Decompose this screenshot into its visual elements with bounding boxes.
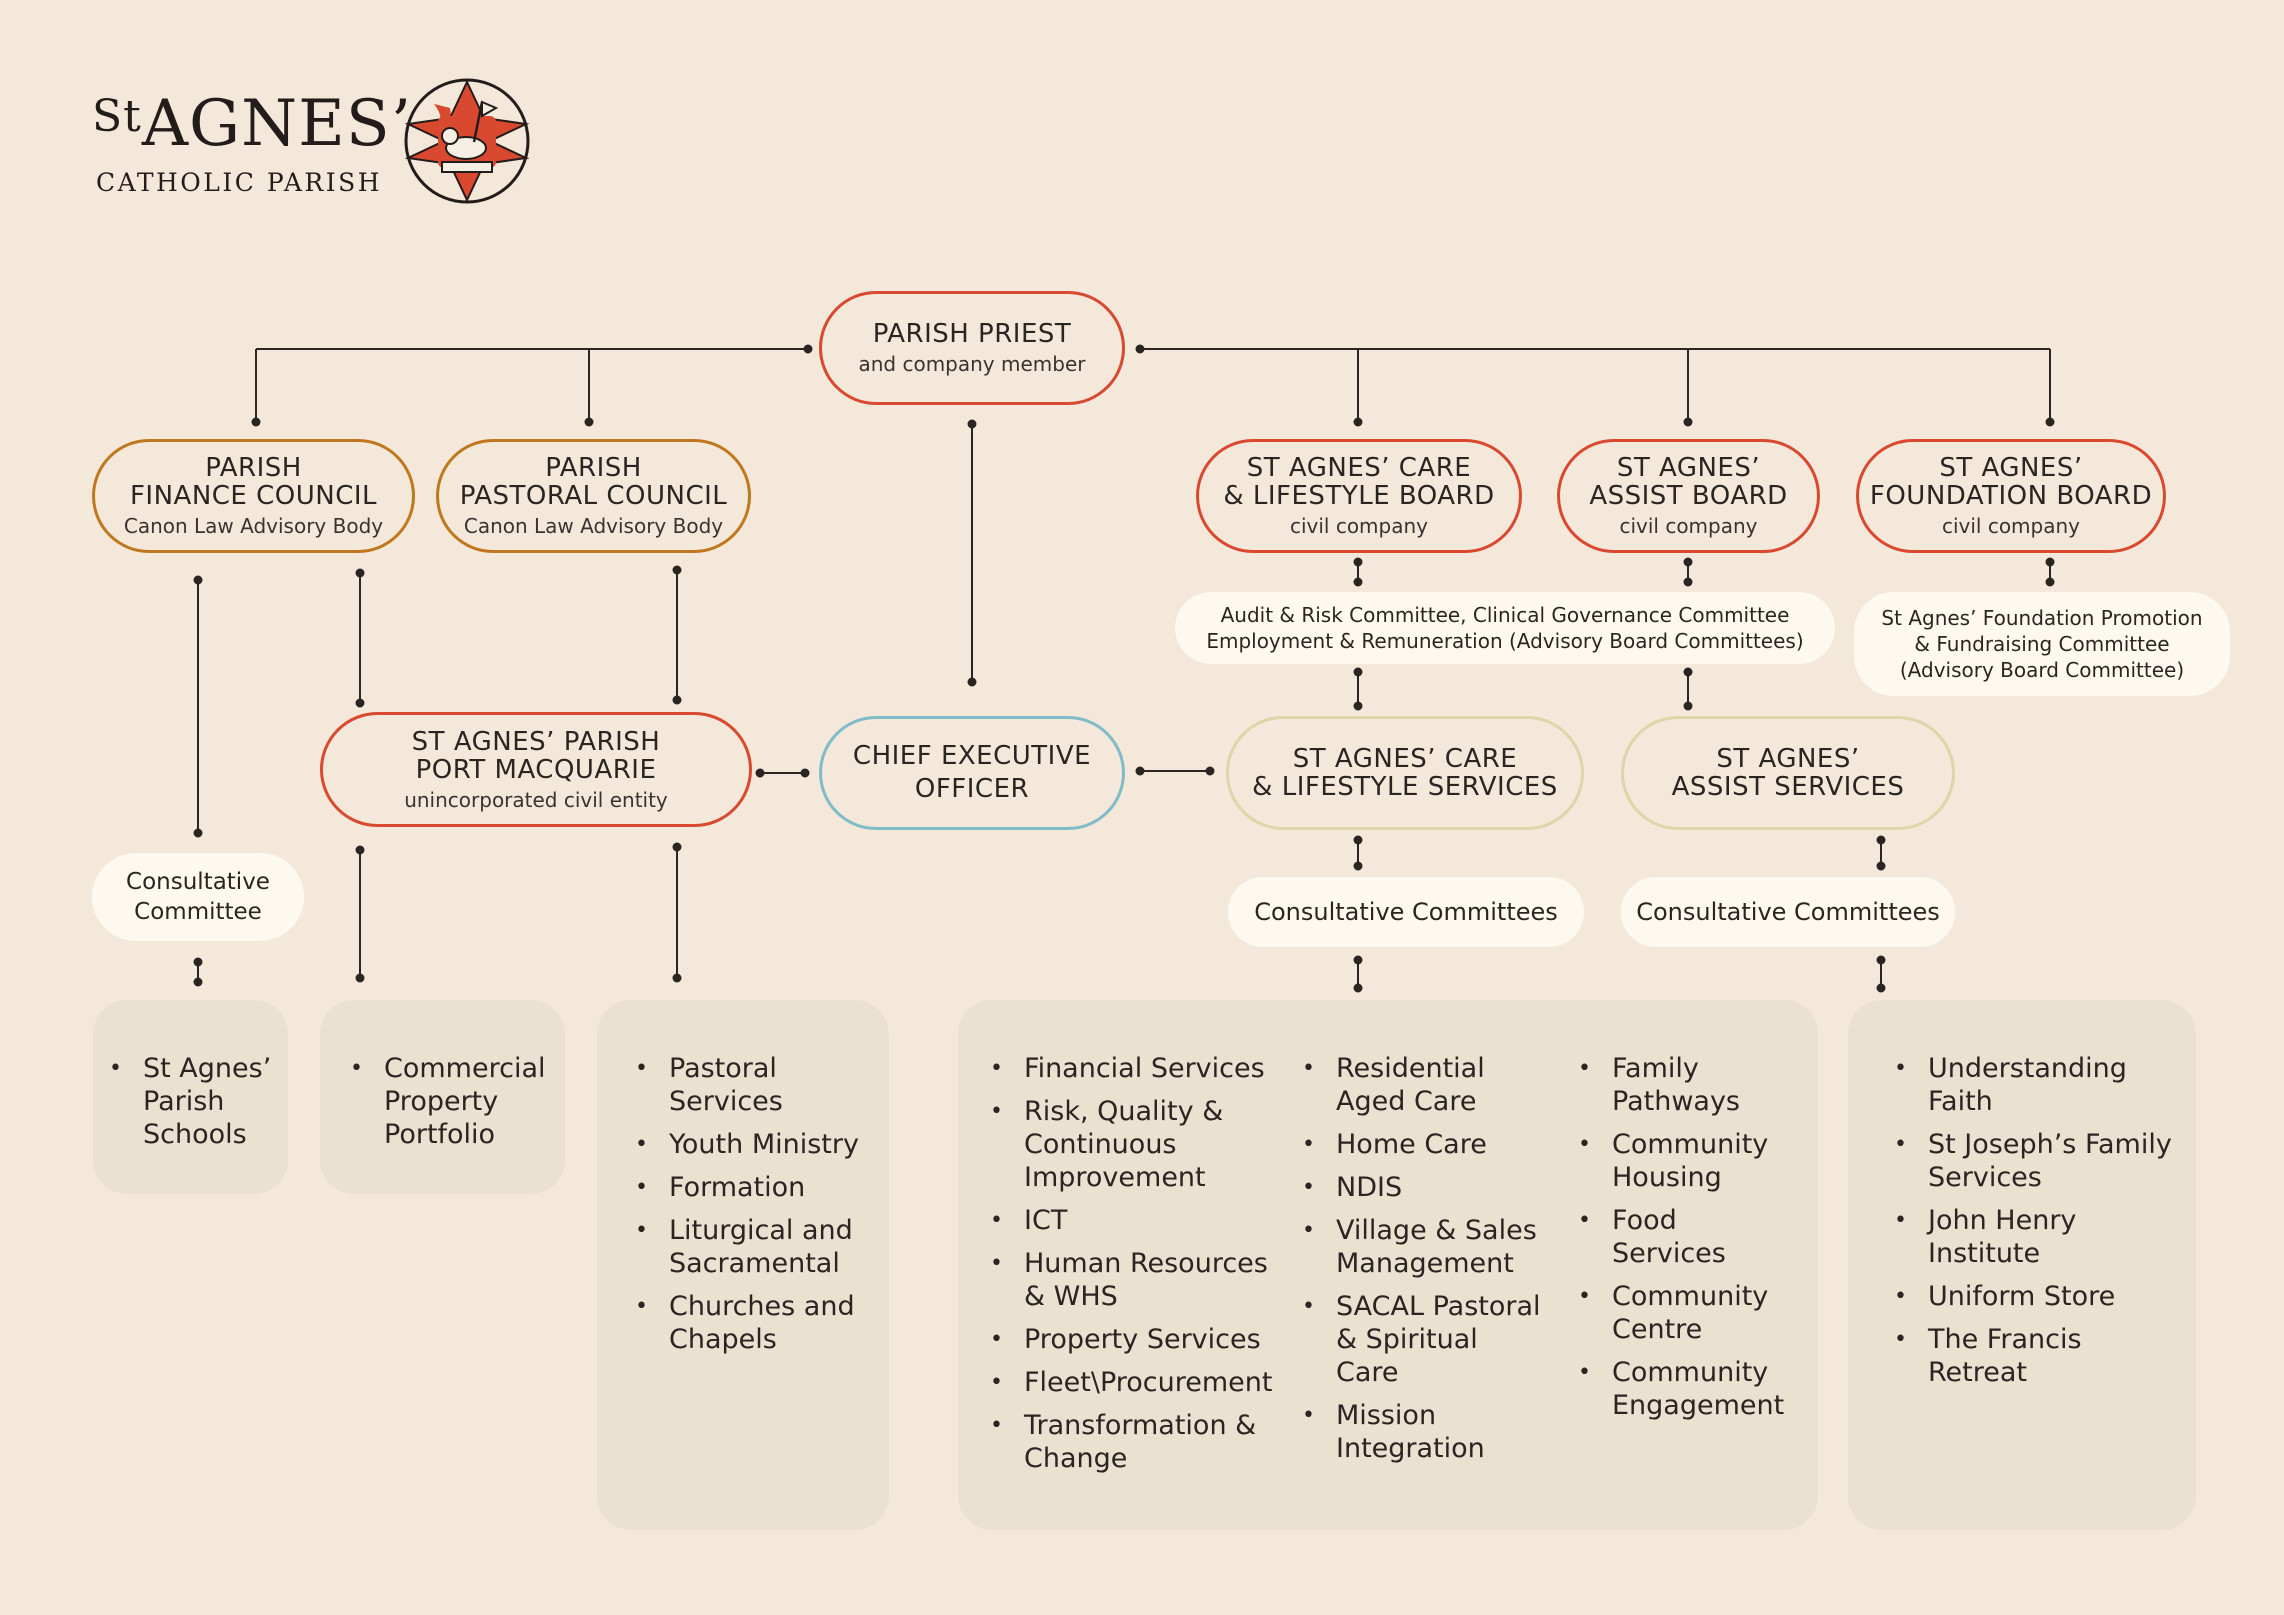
- list-item: NDIS: [1302, 1171, 1542, 1204]
- parish-priest-title: PARISH PRIEST: [872, 319, 1072, 349]
- assist-services-node: ST AGNES’ ASSIST SERVICES: [1621, 716, 1955, 830]
- finance-council-title-1: PARISH: [205, 453, 302, 483]
- logo-wordmark: StAGNES’ CATHOLIC PARISH: [92, 92, 412, 197]
- list-item: SACAL Pastoral & Spiritual Care: [1302, 1290, 1542, 1389]
- foundation-board-title-2: FOUNDATION BOARD: [1869, 481, 2153, 511]
- list-item: Formation: [635, 1171, 885, 1204]
- parish-priest-subtitle: and company member: [858, 352, 1086, 376]
- list-item: The Francis Retreat: [1894, 1323, 2184, 1389]
- list-item: Community Housing: [1578, 1128, 1798, 1194]
- finance-council-node: PARISH FINANCE COUNCIL Canon Law Advisor…: [92, 439, 415, 553]
- schools-box: St Agnes’ Parish Schools: [93, 1000, 288, 1194]
- community-services-list: Family Pathways Community Housing Food S…: [1578, 1052, 1798, 1432]
- consultative-committee-line-2: Committee: [134, 899, 262, 925]
- list-item: Home Care: [1302, 1128, 1542, 1161]
- assist-board-title-2: ASSIST BOARD: [1589, 481, 1788, 511]
- list-item: Pastoral Services: [635, 1052, 885, 1118]
- parish-port-macquarie-node: ST AGNES’ PARISH PORT MACQUARIE unincorp…: [320, 712, 752, 827]
- assist-services-list: Understanding Faith St Joseph’s Family S…: [1894, 1052, 2184, 1399]
- foundation-committee-line-2: & Fundraising Committee: [1914, 632, 2170, 656]
- advisory-committees-line-2: Employment & Remuneration (Advisory Boar…: [1206, 629, 1804, 653]
- parish-priest-node: PARISH PRIEST and company member: [819, 291, 1125, 405]
- care-board-title-2: & LIFESTYLE BOARD: [1223, 481, 1495, 511]
- care-lifestyle-board-node: ST AGNES’ CARE & LIFESTYLE BOARD civil c…: [1196, 439, 1522, 553]
- foundation-board-node: ST AGNES’ FOUNDATION BOARD civil company: [1856, 439, 2166, 553]
- logo-title: StAGNES’: [92, 87, 413, 161]
- care-board-title-1: ST AGNES’ CARE: [1246, 453, 1472, 483]
- ceo-node: CHIEF EXECUTIVE OFFICER: [819, 716, 1125, 830]
- foundation-board-subtitle: civil company: [1941, 514, 2081, 538]
- consultative-committee-line-1: Consultative: [126, 869, 270, 895]
- care-services-box: Financial Services Risk, Quality & Conti…: [958, 1000, 1818, 1530]
- care-board-subtitle: civil company: [1289, 514, 1429, 538]
- property-list: Commercial Property Portfolio: [350, 1052, 560, 1161]
- property-box: Commercial Property Portfolio: [320, 1000, 565, 1194]
- list-item: Youth Ministry: [635, 1128, 885, 1161]
- consultative-committees-assist-note: Consultative Committees: [1621, 877, 1955, 947]
- parish-pm-subtitle: unincorporated civil entity: [404, 787, 668, 812]
- list-item: Risk, Quality & Continuous Improvement: [990, 1095, 1280, 1194]
- care-services-list: Residential Aged Care Home Care NDIS Vil…: [1302, 1052, 1542, 1475]
- list-item: Human Resources & WHS: [990, 1247, 1280, 1313]
- list-item: Community Centre: [1578, 1280, 1798, 1346]
- assist-board-title-1: ST AGNES’: [1616, 453, 1761, 483]
- foundation-committee-line-1: St Agnes’ Foundation Promotion: [1881, 606, 2203, 630]
- list-item: Property Services: [990, 1323, 1280, 1356]
- advisory-committees-note: Audit & Risk Committee, Clinical Governa…: [1175, 592, 1835, 664]
- ceo-title-1: CHIEF EXECUTIVE: [852, 741, 1092, 771]
- list-item: St Agnes’ Parish Schools: [109, 1052, 279, 1151]
- pastoral-council-subtitle: Canon Law Advisory Body: [463, 514, 724, 538]
- list-item: Community Engagement: [1578, 1356, 1798, 1422]
- assist-services-box: Understanding Faith St Joseph’s Family S…: [1848, 1000, 2196, 1530]
- list-item: Understanding Faith: [1894, 1052, 2184, 1118]
- care-lifestyle-services-node: ST AGNES’ CARE & LIFESTYLE SERVICES: [1226, 716, 1584, 830]
- care-services-title-2: & LIFESTYLE SERVICES: [1252, 772, 1558, 802]
- list-item: Family Pathways: [1578, 1052, 1798, 1118]
- consultative-committees-care-note: Consultative Committees: [1228, 877, 1584, 947]
- list-item: Commercial Property Portfolio: [350, 1052, 560, 1151]
- finance-council-title-2: FINANCE COUNCIL: [129, 481, 378, 511]
- ceo-title-2: OFFICER: [914, 774, 1030, 804]
- pastoral-box: Pastoral Services Youth Ministry Formati…: [597, 1000, 889, 1530]
- pastoral-list: Pastoral Services Youth Ministry Formati…: [635, 1052, 885, 1366]
- list-item: Transformation & Change: [990, 1409, 1280, 1475]
- pastoral-council-title-2: PASTORAL COUNCIL: [459, 481, 728, 511]
- finance-council-subtitle: Canon Law Advisory Body: [123, 514, 384, 538]
- list-item: St Joseph’s Family Services: [1894, 1128, 2184, 1194]
- pastoral-council-node: PARISH PASTORAL COUNCIL Canon Law Adviso…: [436, 439, 751, 553]
- assist-board-subtitle: civil company: [1619, 514, 1758, 538]
- list-item: Village & Sales Management: [1302, 1214, 1542, 1280]
- parish-pm-title-1: ST AGNES’ PARISH: [411, 726, 661, 757]
- list-item: ICT: [990, 1204, 1280, 1237]
- foundation-committee-line-3: (Advisory Board Committee): [1899, 658, 2185, 682]
- list-item: Food Services: [1578, 1204, 1798, 1270]
- schools-list: St Agnes’ Parish Schools: [109, 1052, 279, 1161]
- corporate-services-list: Financial Services Risk, Quality & Conti…: [990, 1052, 1280, 1485]
- list-item: Fleet\Procurement: [990, 1366, 1280, 1399]
- list-item: Residential Aged Care: [1302, 1052, 1542, 1118]
- consultative-committee-note: Consultative Committee: [92, 853, 304, 941]
- list-item: Uniform Store: [1894, 1280, 2184, 1313]
- logo-subtitle: CATHOLIC PARISH: [96, 168, 383, 197]
- parish-pm-title-2: PORT MACQUARIE: [415, 754, 657, 785]
- assist-services-title-1: ST AGNES’: [1716, 744, 1860, 774]
- list-item: Liturgical and Sacramental: [635, 1214, 885, 1280]
- advisory-committees-line-1: Audit & Risk Committee, Clinical Governa…: [1220, 603, 1790, 627]
- list-item: Financial Services: [990, 1052, 1280, 1085]
- list-item: John Henry Institute: [1894, 1204, 2184, 1270]
- care-services-title-1: ST AGNES’ CARE: [1292, 744, 1518, 774]
- parish-crest-icon: [404, 78, 530, 204]
- assist-services-title-2: ASSIST SERVICES: [1671, 772, 1905, 802]
- foundation-committee-note: St Agnes’ Foundation Promotion & Fundrai…: [1854, 592, 2230, 696]
- foundation-board-title-1: ST AGNES’: [1939, 453, 2083, 483]
- list-item: Churches and Chapels: [635, 1290, 885, 1356]
- list-item: Mission Integration: [1302, 1399, 1542, 1465]
- assist-board-node: ST AGNES’ ASSIST BOARD civil company: [1557, 439, 1820, 553]
- pastoral-council-title-1: PARISH: [545, 453, 642, 483]
